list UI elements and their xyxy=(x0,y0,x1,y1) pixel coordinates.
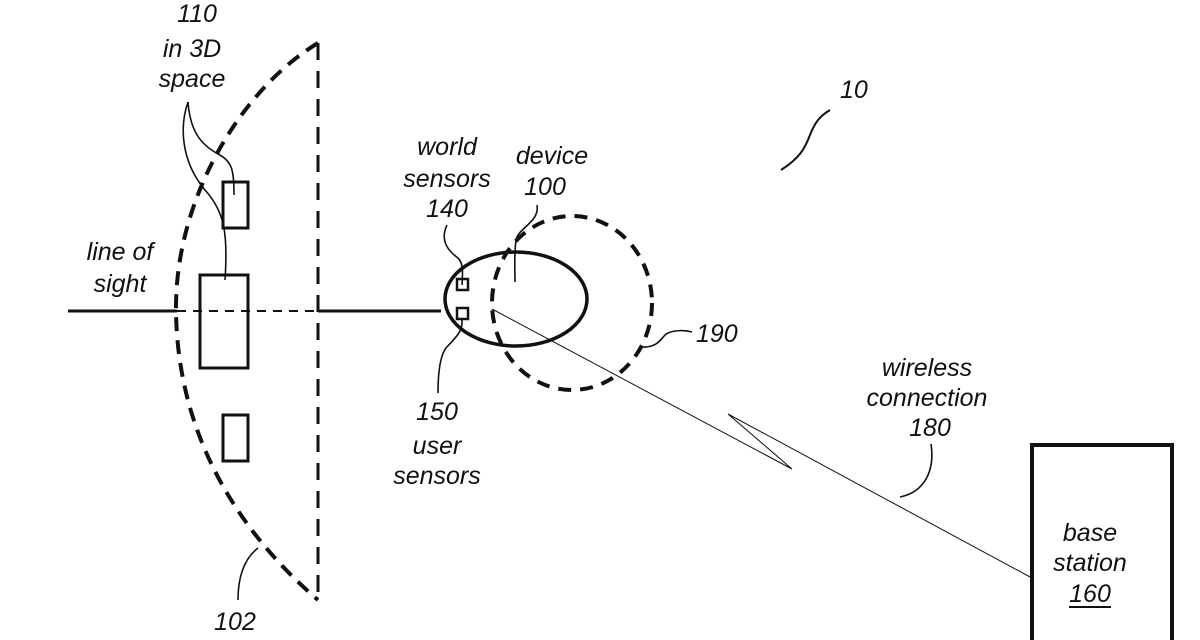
objects-leader-line-b xyxy=(187,101,235,196)
wireless-text-2: connection xyxy=(867,384,988,412)
world-sensors-text-1: world xyxy=(417,133,478,161)
object-small-bottom xyxy=(221,413,250,463)
device: device 100 xyxy=(443,142,589,348)
wireless-leader-line xyxy=(899,443,933,498)
fov-arc xyxy=(173,41,320,602)
user-sensors-text-1: user xyxy=(413,432,463,460)
world-sensors-leader-line xyxy=(443,224,464,286)
fov-number: 102 xyxy=(214,608,256,636)
line-of-sight-text-2: sight xyxy=(94,270,148,298)
device-leader-line xyxy=(513,204,538,283)
wireless-number: 180 xyxy=(909,414,951,442)
object-large xyxy=(198,273,250,370)
line-of-sight: line of sight xyxy=(68,238,441,313)
region-number: 190 xyxy=(696,320,738,348)
region-190: 190 xyxy=(490,214,738,392)
world-sensors: world sensors 140 xyxy=(403,133,491,292)
base-station-box xyxy=(1030,443,1174,640)
base-station-text-1: base xyxy=(1063,519,1117,547)
user-sensors-leader-line xyxy=(437,319,463,394)
figure-reference: 10 xyxy=(780,76,868,171)
line-of-sight-text-1: line of xyxy=(87,238,157,266)
objects-label: 110 in 3D space xyxy=(159,0,235,281)
user-sensors: 150 user sensors xyxy=(393,306,481,490)
base-station-number: 160 xyxy=(1069,580,1111,608)
user-sensors-number: 150 xyxy=(416,398,458,426)
device-ellipse xyxy=(443,250,589,348)
base-station-text-2: station xyxy=(1053,549,1127,577)
objects-leader-line-a xyxy=(182,101,227,281)
wireless-signal-line xyxy=(491,308,1033,579)
field-of-view: 102 xyxy=(173,41,320,636)
world-sensors-text-2: sensors xyxy=(403,165,491,193)
figure-number: 10 xyxy=(840,76,868,104)
wireless-connection: wireless connection 180 xyxy=(491,308,1033,579)
user-sensor-square xyxy=(455,306,470,321)
wireless-text-1: wireless xyxy=(882,354,972,382)
fov-leader-line xyxy=(237,547,259,601)
user-sensors-text-2: sensors xyxy=(393,462,481,490)
region-dashed-circle xyxy=(490,214,654,392)
device-number: 100 xyxy=(524,173,566,201)
objects-text-line2: in 3D xyxy=(163,35,221,63)
world-sensors-number: 140 xyxy=(426,195,468,223)
objects-text-line3: space xyxy=(159,65,226,93)
region-leader-line xyxy=(641,329,693,348)
objects-number: 110 xyxy=(177,0,217,28)
world-sensor-square xyxy=(455,277,470,292)
device-text: device xyxy=(516,142,588,170)
base-station: base station 160 xyxy=(1030,443,1174,640)
object-small-top xyxy=(221,180,250,230)
figure-leader-line xyxy=(780,109,831,171)
